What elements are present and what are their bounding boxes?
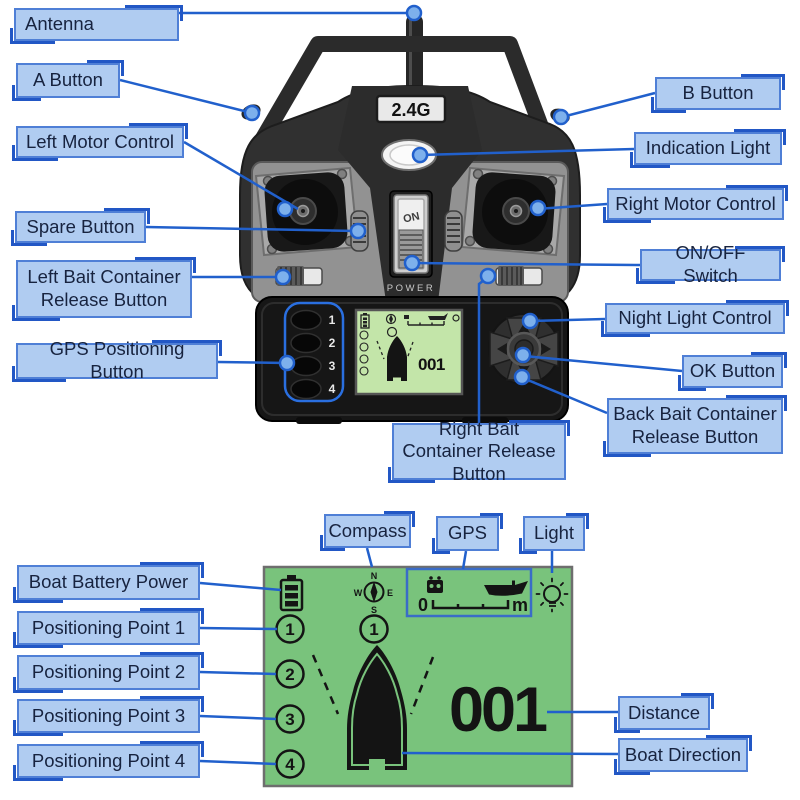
foot-left [296, 417, 342, 424]
point-1: 1 [285, 620, 294, 639]
power-label: POWER [387, 283, 435, 294]
callout-positioning-4: Positioning Point 4 [13, 741, 205, 781]
callout-compass: Compass [320, 511, 415, 551]
remote-control: 2.4G [239, 14, 581, 424]
boat-icon [347, 645, 407, 770]
callout-b-button: B Button [651, 74, 785, 113]
callout-dots [243, 4, 570, 386]
memory-button-3-label: 3 [329, 359, 336, 373]
callout-gps-positioning: GPS Positioning Button [12, 338, 223, 382]
callout-a-button: A Button [12, 60, 124, 101]
memory-button-2-label: 2 [329, 336, 336, 350]
mini-lcd: 001 [354, 308, 464, 396]
callout-gps: GPS [432, 513, 503, 554]
band-plate [375, 94, 447, 124]
power-switch: ON POWER [387, 190, 435, 294]
antenna-icon [406, 14, 423, 94]
callout-ok-button: OK Button [678, 352, 787, 391]
foot-right [462, 417, 508, 424]
remote-icon [427, 576, 443, 593]
compass-w: W [354, 588, 363, 598]
callout-left-bait: Left Bait Container Release Button [12, 257, 196, 321]
callout-boat-direction: Boat Direction [614, 735, 752, 775]
callout-positioning-1: Positioning Point 1 [13, 608, 205, 648]
mini-distance-value: 001 [418, 355, 445, 374]
callout-positioning-3: Positioning Point 3 [13, 696, 205, 736]
point-3: 3 [285, 710, 294, 729]
callout-night-light: Night Light Control [601, 300, 790, 337]
gps-range-group: 0 m [405, 567, 533, 618]
callout-on-off-switch: ON/OFF Switch [636, 242, 785, 286]
left-arrow-icon [497, 343, 507, 355]
gps-memory-buttons: 1 2 3 4 [283, 301, 345, 403]
right-joystick [460, 166, 566, 257]
compass-icon: N S W E [354, 571, 393, 615]
callout-distance: Distance [614, 693, 714, 733]
right-bait-slider-icon [495, 266, 543, 286]
memory-button-4-label: 4 [329, 382, 336, 396]
callout-right-motor: Right Motor Control [603, 185, 789, 223]
right-wheel-icon [444, 210, 463, 252]
handle-icon [254, 36, 554, 148]
compass-s: S [371, 605, 377, 615]
callout-light: Light [519, 513, 589, 554]
right-arrow-icon [541, 343, 551, 355]
scale-unit: m [512, 595, 528, 615]
band-label: 2.4G [391, 100, 430, 120]
on-label: ON [402, 210, 421, 225]
callout-boat-battery: Boat Battery Power [13, 562, 205, 603]
callout-spare-button: Spare Button [11, 208, 150, 246]
gps-box [405, 567, 533, 618]
callout-indication-light: Indication Light [630, 129, 786, 168]
compass-n: N [371, 571, 378, 581]
lcd-screen [262, 565, 574, 788]
callout-back-bait: Back Bait Container Release Button [603, 395, 787, 457]
callout-right-bait: Right Bait Container Release Button [388, 418, 570, 484]
positioning-points: 1 2 3 4 1 [275, 614, 389, 779]
point-4: 4 [285, 755, 295, 774]
lcd-diagram: N S W E 0 m [262, 565, 574, 788]
boat-point: 1 [369, 620, 378, 639]
up-arrow-icon [518, 323, 530, 333]
range-scale-icon [431, 600, 510, 610]
callout-positioning-2: Positioning Point 2 [13, 652, 205, 693]
compass-e: E [387, 588, 393, 598]
point-2: 2 [285, 665, 294, 684]
callout-antenna: Antenna [10, 5, 184, 44]
heading-dash-left [311, 654, 340, 715]
scale-zero: 0 [418, 595, 428, 615]
callout-left-motor: Left Motor Control [12, 123, 188, 161]
memory-button-1-label: 1 [329, 313, 336, 327]
callout-lines [119, 11, 683, 766]
heading-dash-right [409, 656, 435, 715]
distance-value: 001 [449, 675, 547, 745]
ship-icon [484, 580, 528, 596]
battery-icon [279, 575, 304, 612]
left-joystick [254, 166, 360, 257]
antenna-highlight [409, 18, 412, 88]
light-bulb-icon [535, 577, 569, 613]
